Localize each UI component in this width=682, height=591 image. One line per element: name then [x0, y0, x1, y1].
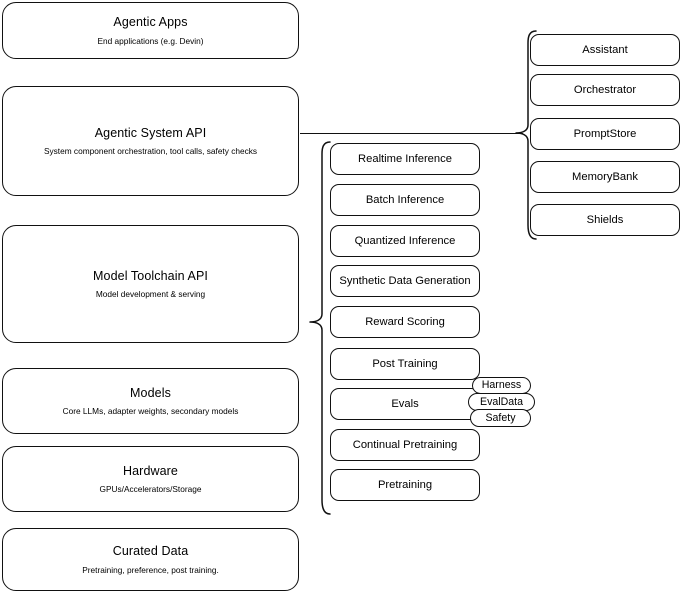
brace-agentic-system — [512, 29, 538, 241]
layer-hardware[interactable]: Hardware GPUs/Accelerators/Storage — [2, 446, 299, 512]
component-label: Pretraining — [377, 479, 433, 491]
layer-title: Curated Data — [112, 544, 189, 558]
component-label: Evals — [391, 398, 419, 410]
layer-subtitle: Model development & serving — [95, 289, 206, 300]
layer-model-toolchain-api[interactable]: Model Toolchain API Model development & … — [2, 225, 299, 343]
layer-title: Hardware — [123, 463, 178, 478]
layer-agentic-system-api[interactable]: Agentic System API System component orch… — [2, 86, 299, 196]
layer-agentic-apps[interactable]: Agentic Apps End applications (e.g. Devi… — [2, 2, 299, 59]
component-shields[interactable]: Shields — [530, 204, 680, 236]
layer-subtitle: End applications (e.g. Devin) — [97, 35, 204, 46]
component-label: PromptStore — [573, 128, 637, 140]
layer-title: Model Toolchain API — [93, 268, 208, 283]
layer-title: Agentic Apps — [113, 15, 188, 29]
badge-safety[interactable]: Safety — [470, 409, 531, 427]
component-label: Synthetic Data Generation — [339, 275, 471, 287]
component-continual-pretraining[interactable]: Continual Pretraining — [330, 429, 480, 461]
component-label: Assistant — [582, 44, 628, 56]
component-post-training[interactable]: Post Training — [330, 348, 480, 380]
component-label: Orchestrator — [573, 84, 637, 96]
component-label: Realtime Inference — [358, 153, 452, 165]
badge-label: Safety — [485, 411, 516, 424]
component-label: Reward Scoring — [365, 316, 445, 328]
component-assistant[interactable]: Assistant — [530, 34, 680, 66]
component-synthetic-data-generation[interactable]: Synthetic Data Generation — [330, 265, 480, 297]
component-batch-inference[interactable]: Batch Inference — [330, 184, 480, 216]
component-quantized-inference[interactable]: Quantized Inference — [330, 225, 480, 257]
component-label: Continual Pretraining — [352, 439, 458, 451]
layer-title: Models — [130, 385, 171, 400]
badge-harness[interactable]: Harness — [472, 377, 531, 394]
layer-title: Agentic System API — [94, 125, 207, 140]
component-memorybank[interactable]: MemoryBank — [530, 161, 680, 193]
layer-subtitle: Pretraining, preference, post training. — [82, 564, 219, 575]
layer-subtitle: System component orchestration, tool cal… — [43, 146, 258, 157]
connector-agentic-system-api — [300, 133, 523, 134]
brace-toolchain — [306, 140, 332, 516]
layer-subtitle: GPUs/Accelerators/Storage — [99, 484, 202, 495]
component-realtime-inference[interactable]: Realtime Inference — [330, 143, 480, 175]
component-label: MemoryBank — [572, 171, 638, 183]
component-reward-scoring[interactable]: Reward Scoring — [330, 306, 480, 338]
layer-models[interactable]: Models Core LLMs, adapter weights, secon… — [2, 368, 299, 434]
badge-label: EvalData — [480, 395, 523, 408]
layer-subtitle: Core LLMs, adapter weights, secondary mo… — [62, 406, 239, 417]
component-label: Shields — [586, 214, 624, 226]
component-evals[interactable]: Evals — [330, 388, 480, 420]
component-orchestrator[interactable]: Orchestrator — [530, 74, 680, 106]
component-pretraining[interactable]: Pretraining — [330, 469, 480, 501]
badge-label: Harness — [481, 379, 522, 392]
component-promptstore[interactable]: PromptStore — [530, 118, 680, 150]
layer-curated-data[interactable]: Curated Data Pretraining, preference, po… — [2, 528, 299, 591]
component-label: Batch Inference — [365, 194, 445, 206]
component-label: Post Training — [372, 358, 438, 370]
component-label: Quantized Inference — [354, 235, 456, 247]
